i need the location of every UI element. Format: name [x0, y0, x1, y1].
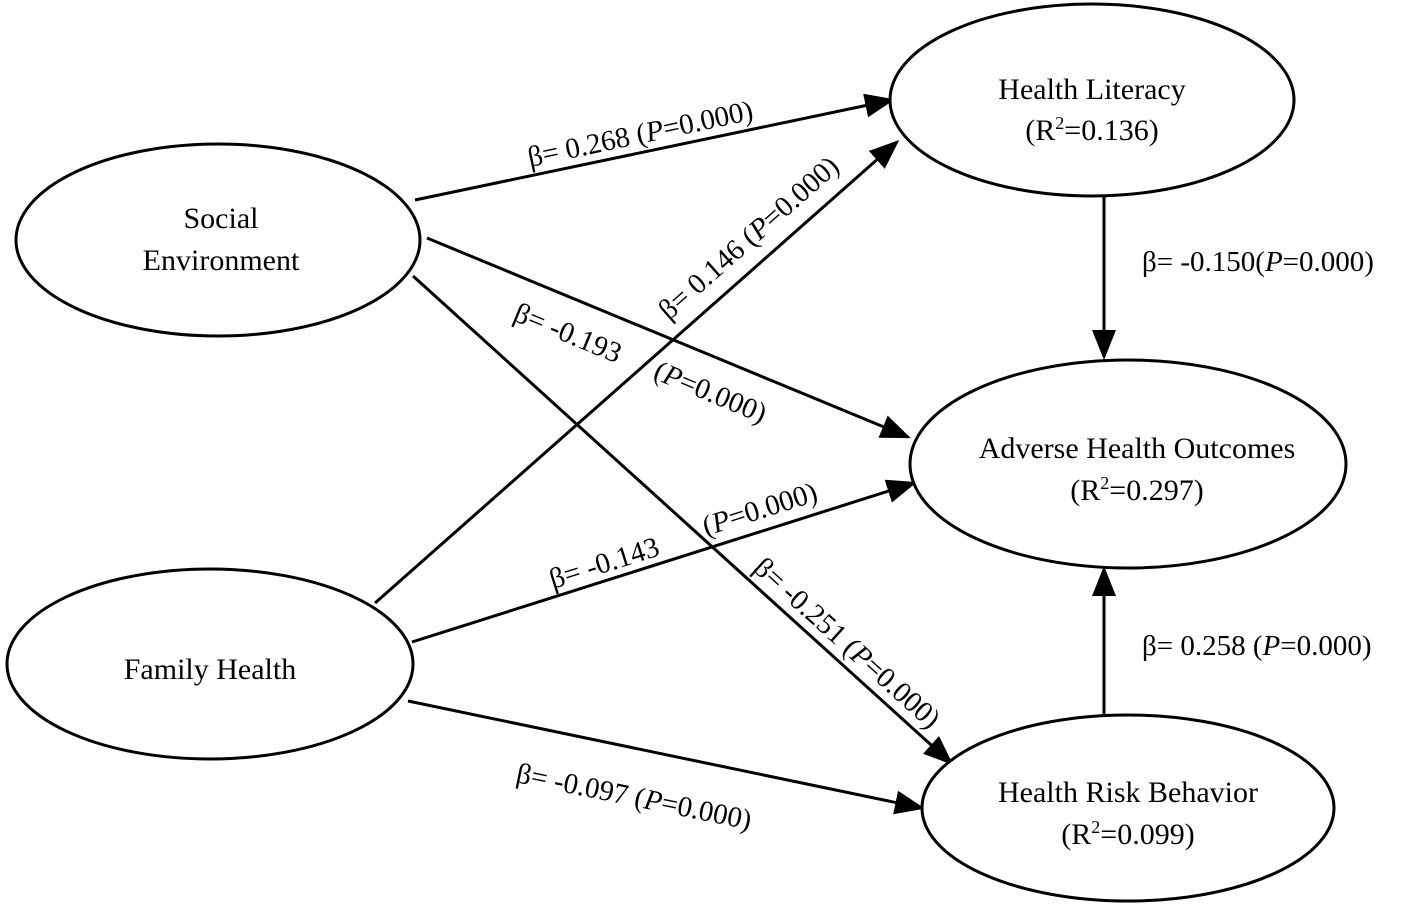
- node-health-risk-behavior: Health Risk Behavior (R2=0.099): [920, 713, 1336, 903]
- health-risk-behavior-r2: (R2=0.099): [1061, 817, 1194, 851]
- edge-se-to-hl: [414, 93, 895, 202]
- family-health-label: Family Health: [124, 653, 296, 686]
- health-literacy-r2: (R2=0.136): [1025, 113, 1158, 147]
- node-family-health: Family Health: [5, 567, 415, 761]
- edge-fh-to-hl: [374, 140, 900, 605]
- edge-label-se-to-aho-beta: β= -0.193: [509, 297, 626, 370]
- edge-label-hrb-to-aho: β= 0.258 (P=0.000): [1142, 630, 1372, 662]
- adverse-health-outcomes-r2: (R2=0.297): [1070, 473, 1203, 507]
- edge-fh-to-hrb: [407, 699, 925, 815]
- adverse-health-outcomes-label: Adverse Health Outcomes: [979, 432, 1296, 465]
- edge-label-fh-to-hl: β= 0.146 (P=0.000): [652, 150, 845, 326]
- edge-label-fh-to-hrb: β= -0.097 (P=0.000): [514, 758, 755, 837]
- node-social-environment: Social Environment: [14, 142, 422, 338]
- edge-se-to-hrb: [411, 274, 954, 766]
- node-adverse-health-outcomes: Adverse Health Outcomes (R2=0.297): [908, 358, 1348, 570]
- edge-label-se-to-hrb: β= -0.251 (P=0.000): [747, 551, 946, 735]
- node-health-literacy: Health Literacy (R2=0.136): [888, 2, 1296, 198]
- edge-fh-to-aho: [411, 479, 917, 644]
- health-literacy-label: Health Literacy: [998, 73, 1185, 106]
- edge-label-fh-to-aho-beta: β= -0.143: [545, 531, 663, 596]
- edge-se-to-aho: [426, 236, 911, 439]
- health-risk-behavior-label: Health Risk Behavior: [998, 776, 1258, 809]
- edge-label-se-to-aho-p: (P=0.000): [649, 355, 771, 430]
- social-environment-label-line1: Social: [184, 202, 259, 235]
- social-environment-label-line2: Environment: [143, 244, 300, 277]
- edge-label-hl-to-aho: β= -0.150(P=0.000): [1142, 246, 1374, 278]
